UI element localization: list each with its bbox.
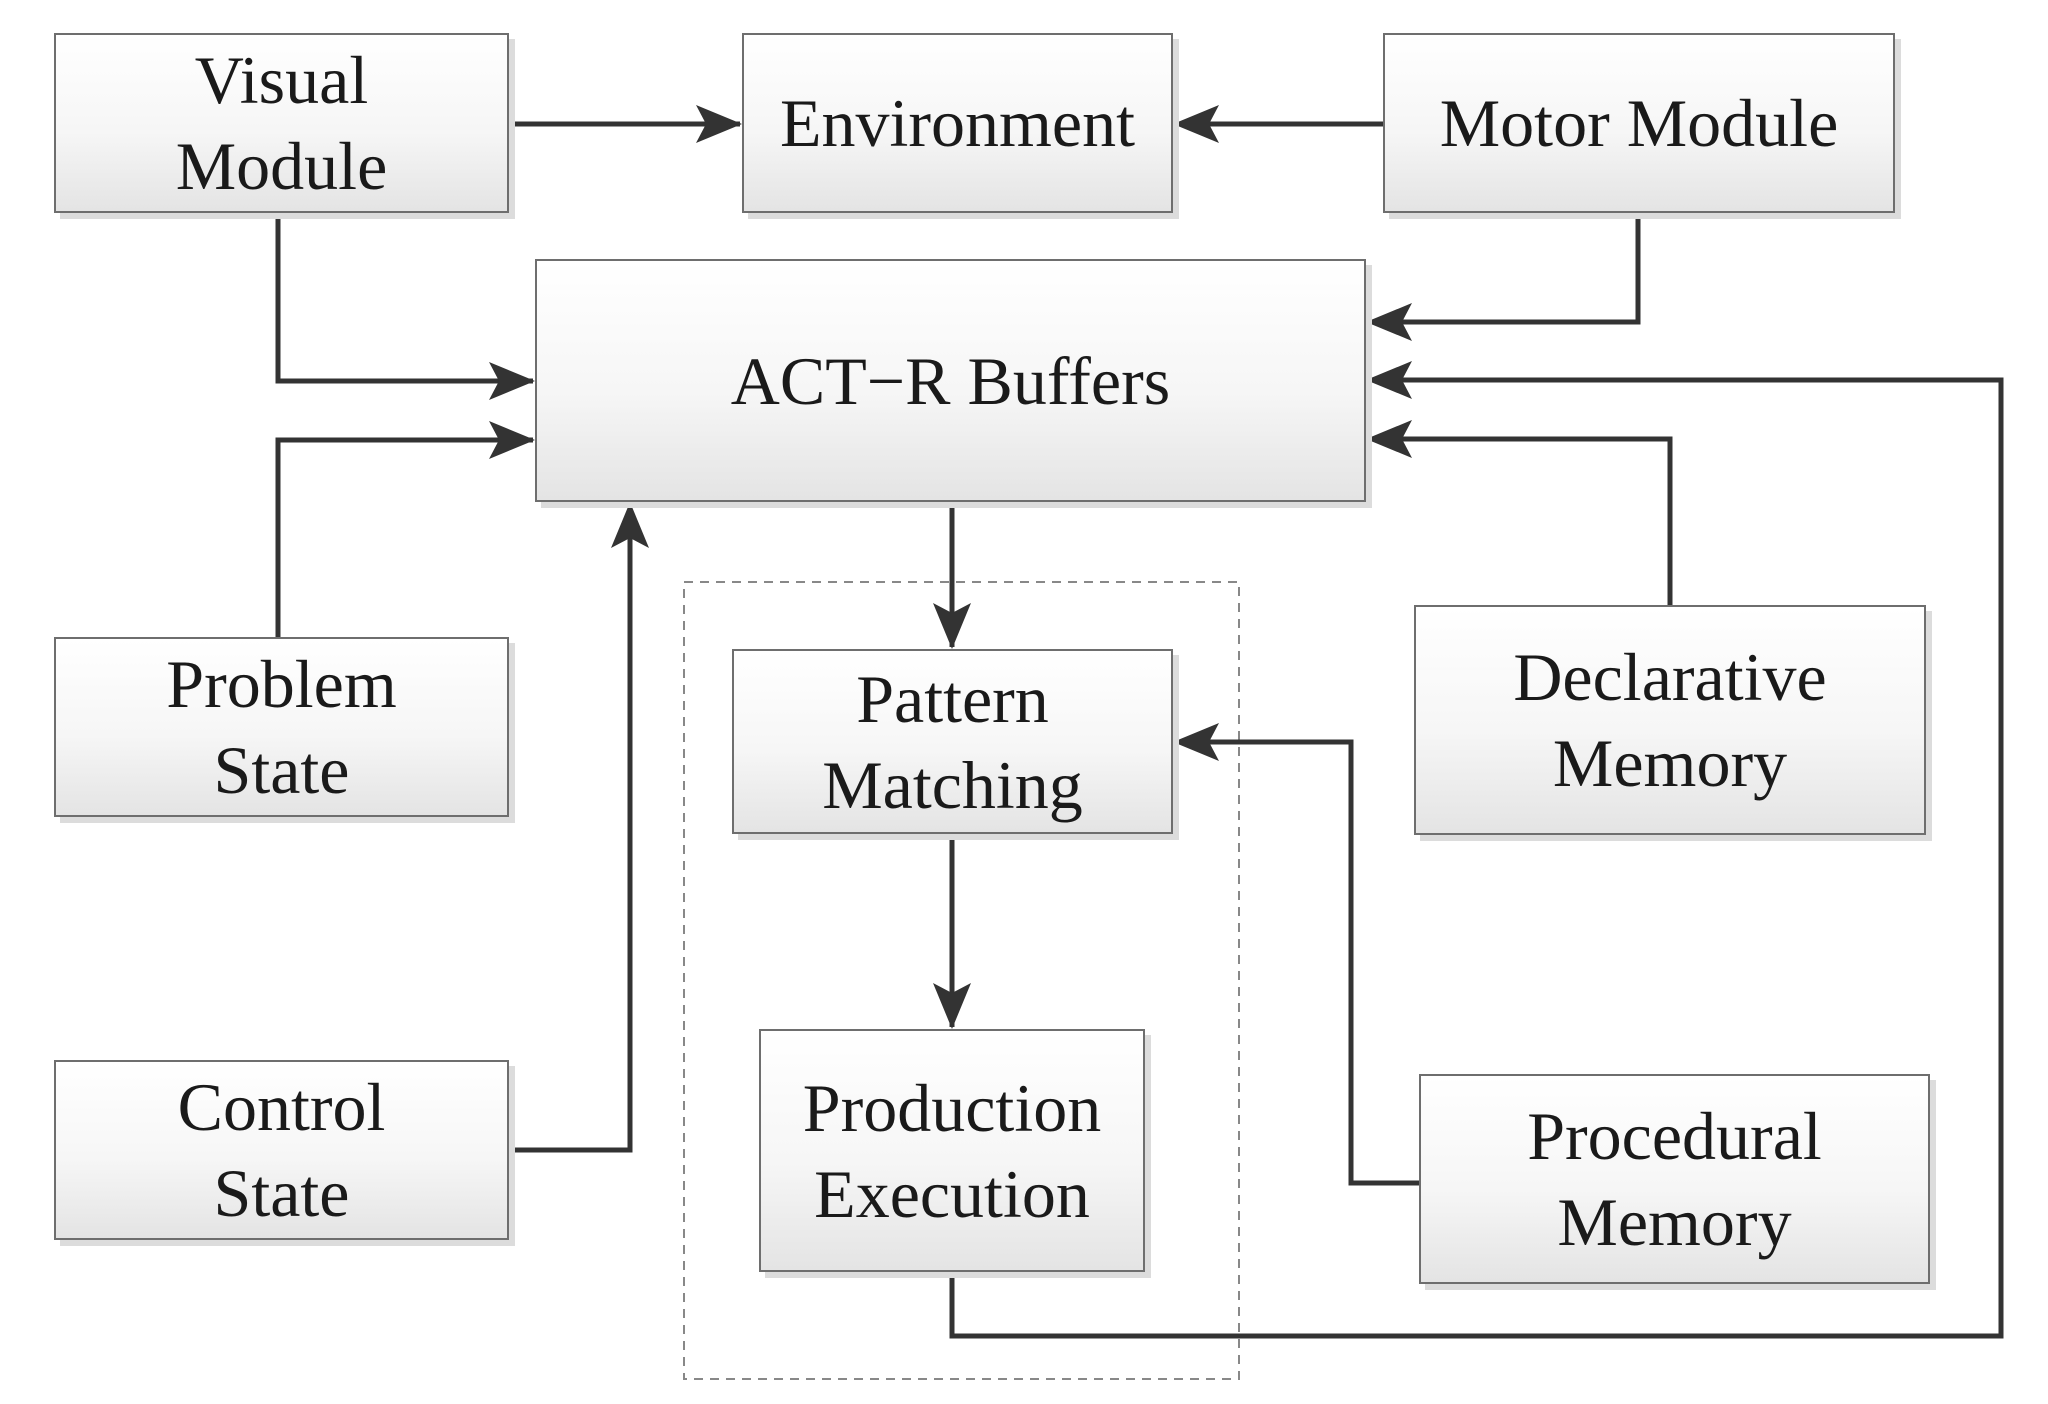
environment-box: Environment (742, 33, 1173, 213)
pattern-matching-label: Pattern Matching (822, 660, 1083, 823)
environment-label: Environment (779, 85, 1136, 161)
link-production-to-buffers (949, 361, 2004, 1339)
link-motor-to-buffers (1366, 213, 1641, 341)
link-control-to-buffers (509, 502, 649, 1153)
link-declarative-to-buffers (1366, 420, 1673, 605)
visual-module-box: Visual Module (54, 33, 509, 213)
link-problem-to-buffers (275, 421, 535, 637)
control-state-box: Control State (54, 1060, 509, 1240)
production-execution-box: Production Execution (759, 1029, 1145, 1272)
act-r-buffers-box: ACT−R Buffers (535, 259, 1366, 502)
declarative-memory-label: Declarative Memory (1513, 639, 1827, 801)
control-state-label: Control State (177, 1069, 386, 1231)
pattern-matching-box: Pattern Matching (732, 649, 1173, 834)
production-system-group (683, 581, 1240, 1380)
problem-state-label: Problem State (166, 646, 397, 808)
procedural-memory-label: Procedural Memory (1527, 1098, 1822, 1260)
procedural-memory-box: Procedural Memory (1419, 1074, 1930, 1284)
problem-state-box: Problem State (54, 637, 509, 817)
act-r-buffers-label: ACT−R Buffers (730, 342, 1171, 419)
motor-module-box: Motor Module (1383, 33, 1895, 213)
link-visual-to-buffers (275, 213, 535, 400)
link-procedural-to-pattern (1173, 723, 1419, 1186)
declarative-memory-box: Declarative Memory (1414, 605, 1926, 835)
visual-module-label: Visual Module (175, 42, 388, 204)
motor-module-label: Motor Module (1439, 85, 1839, 161)
production-execution-label: Production Execution (802, 1069, 1102, 1232)
